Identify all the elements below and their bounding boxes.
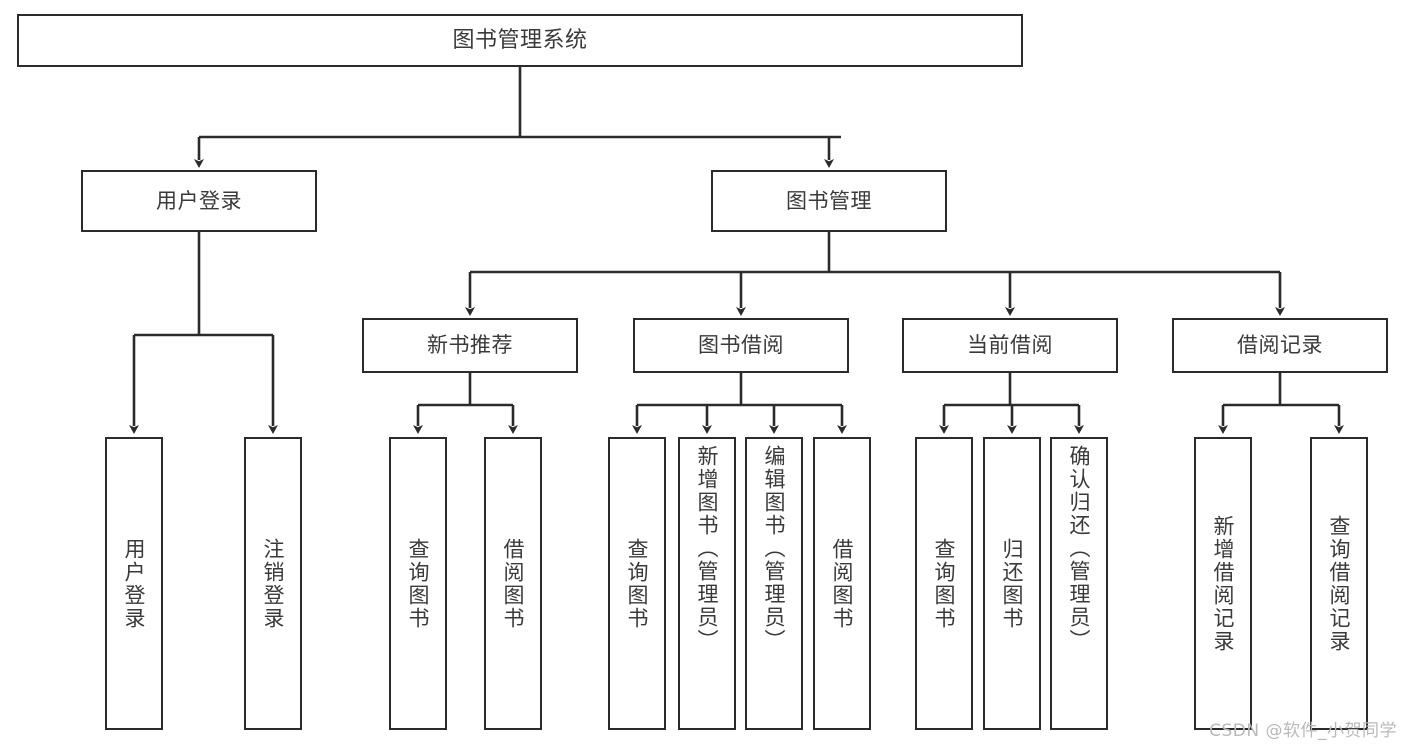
node-leaf-user-login-label: 用户登录 (122, 537, 147, 630)
node-borrow-record[interactable]: 借阅记录 (1172, 318, 1388, 373)
node-leaf-borrow-book-2[interactable]: 借阅图书 (813, 437, 871, 730)
node-book-management-label: 图书管理 (786, 188, 872, 213)
csdn-watermark: CSDN @软件_小贺同学 (1209, 721, 1397, 741)
node-leaf-user-login[interactable]: 用户登录 (105, 437, 163, 730)
node-leaf-edit-book-admin-label: 编辑图书（管理员） (762, 445, 787, 652)
node-leaf-borrow-book-2-label: 借阅图书 (830, 537, 855, 630)
node-root-label: 图书管理系统 (452, 27, 588, 53)
node-book-borrow[interactable]: 图书借阅 (633, 318, 849, 373)
node-leaf-query-borrow-record-label: 查询借阅记录 (1327, 514, 1352, 653)
node-leaf-query-book-2-label: 查询图书 (625, 537, 650, 630)
node-leaf-borrow-book-1[interactable]: 借阅图书 (484, 437, 542, 730)
node-leaf-query-book-3[interactable]: 查询图书 (915, 437, 973, 730)
node-leaf-borrow-book-1-label: 借阅图书 (501, 537, 526, 630)
node-borrow-record-label: 借阅记录 (1237, 333, 1323, 358)
node-new-book-recommend-label: 新书推荐 (427, 333, 513, 358)
node-leaf-query-borrow-record[interactable]: 查询借阅记录 (1310, 437, 1368, 730)
node-current-borrow-label: 当前借阅 (967, 333, 1053, 358)
node-leaf-query-book-2[interactable]: 查询图书 (608, 437, 666, 730)
node-root[interactable]: 图书管理系统 (17, 14, 1023, 67)
node-leaf-add-book-admin[interactable]: 新增图书（管理员） (678, 437, 736, 730)
node-leaf-return-book-label: 归还图书 (1000, 537, 1025, 630)
node-leaf-query-book-1[interactable]: 查询图书 (389, 437, 447, 730)
node-leaf-confirm-return-admin-label: 确认归还（管理员） (1067, 445, 1092, 652)
node-leaf-add-borrow-record-label: 新增借阅记录 (1211, 514, 1236, 653)
node-user-login[interactable]: 用户登录 (81, 170, 317, 232)
node-new-book-recommend[interactable]: 新书推荐 (362, 318, 578, 373)
node-leaf-add-book-admin-label: 新增图书（管理员） (695, 445, 720, 652)
node-leaf-logout-label: 注销登录 (261, 537, 286, 630)
node-current-borrow[interactable]: 当前借阅 (902, 318, 1118, 373)
node-book-borrow-label: 图书借阅 (698, 333, 784, 358)
node-leaf-query-book-3-label: 查询图书 (932, 537, 957, 630)
node-user-login-label: 用户登录 (156, 188, 242, 213)
node-leaf-confirm-return-admin[interactable]: 确认归还（管理员） (1050, 437, 1108, 730)
node-leaf-add-borrow-record[interactable]: 新增借阅记录 (1194, 437, 1252, 730)
node-leaf-logout[interactable]: 注销登录 (244, 437, 302, 730)
node-leaf-return-book[interactable]: 归还图书 (983, 437, 1041, 730)
node-book-management[interactable]: 图书管理 (711, 170, 947, 232)
node-leaf-query-book-1-label: 查询图书 (406, 537, 431, 630)
node-leaf-edit-book-admin[interactable]: 编辑图书（管理员） (745, 437, 803, 730)
